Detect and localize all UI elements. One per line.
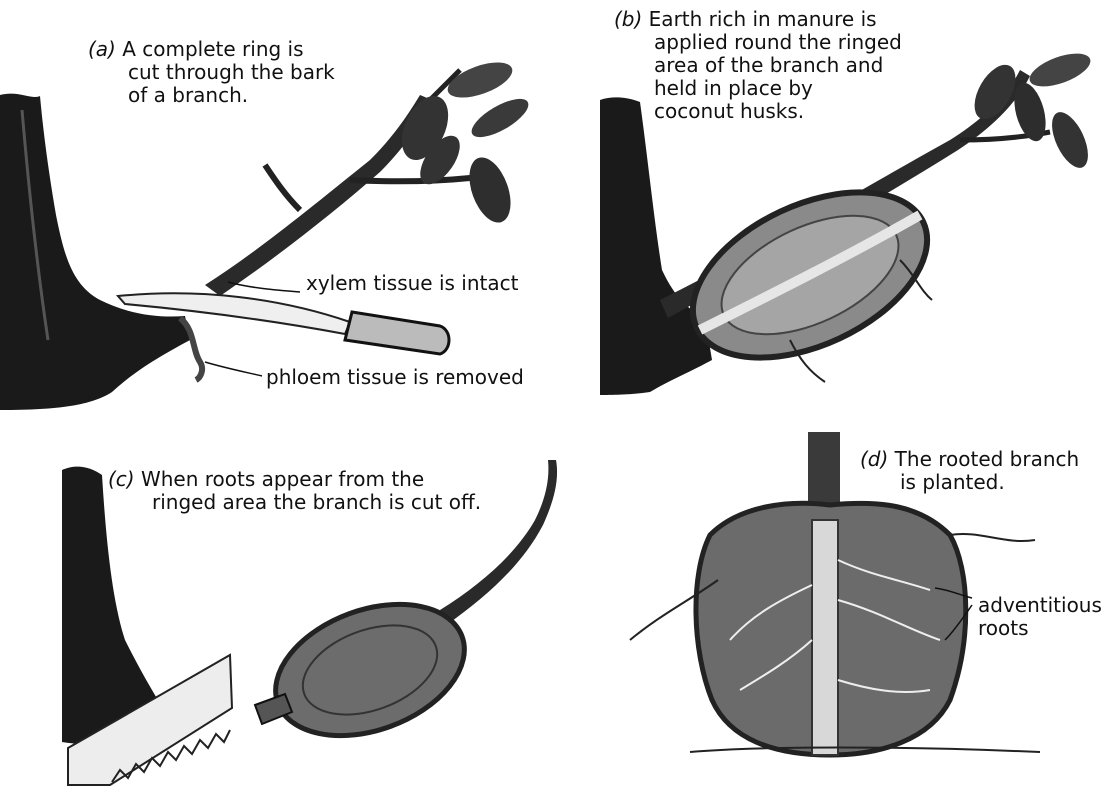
twig	[350, 178, 470, 181]
panel-c-caption: (c) When roots appear from the ringed ar…	[108, 468, 481, 514]
leaf	[443, 55, 516, 105]
panel-c-tag: (c)	[108, 467, 135, 491]
leaf	[1025, 47, 1094, 93]
panel-c-caption-line-1: When roots appear from the	[141, 467, 424, 491]
leaf	[461, 152, 518, 228]
panel-a-artwork	[0, 55, 534, 410]
adventitious-label-line-2: roots	[978, 616, 1029, 640]
phloem-label: phloem tissue is removed	[266, 366, 524, 389]
panel-b-caption-line-4: held in place by	[614, 76, 813, 100]
panel-a-tag: (a)	[88, 37, 116, 61]
panel-d-tag: (d)	[860, 447, 888, 471]
adventitious-label: adventitious roots	[978, 594, 1102, 640]
stem-in-ball	[812, 520, 838, 755]
panel-b-caption-line-1: Earth rich in manure is	[649, 7, 877, 31]
branch	[205, 95, 432, 296]
tree-trunk	[600, 97, 712, 395]
panel-d-caption: (d) The rooted branch is planted.	[860, 448, 1079, 494]
tree-trunk	[0, 94, 190, 410]
panel-c-caption-line-2: ringed area the branch is cut off.	[108, 490, 481, 514]
panel-a-caption: (a) A complete ring is cut through the b…	[88, 38, 335, 107]
loose-root	[950, 534, 1035, 541]
panel-b-tag: (b)	[614, 7, 642, 31]
panel-b-caption-line-5: coconut husks.	[614, 99, 804, 123]
panel-a-caption-line-1: A complete ring is	[122, 37, 303, 61]
panel-b-caption-line-2: applied round the ringed	[614, 30, 902, 54]
knife-handle	[345, 312, 449, 354]
leaf	[1045, 107, 1096, 173]
leaf	[466, 92, 533, 145]
adventitious-label-line-1: adventitious	[978, 593, 1102, 617]
phloem-leader	[205, 362, 262, 376]
panel-d-caption-line-1: The rooted branch	[895, 447, 1080, 471]
panel-b-caption-line-3: area of the branch and	[614, 53, 883, 77]
panel-b-caption: (b) Earth rich in manure is applied roun…	[614, 8, 902, 123]
xylem-leader	[228, 282, 300, 292]
xylem-label: xylem tissue is intact	[306, 272, 518, 295]
panel-a-caption-line-2: cut through the bark	[88, 60, 335, 84]
twig	[265, 165, 300, 210]
panel-d-caption-line-2: is planted.	[860, 470, 1005, 494]
panel-a-caption-line-3: of a branch.	[88, 83, 248, 107]
